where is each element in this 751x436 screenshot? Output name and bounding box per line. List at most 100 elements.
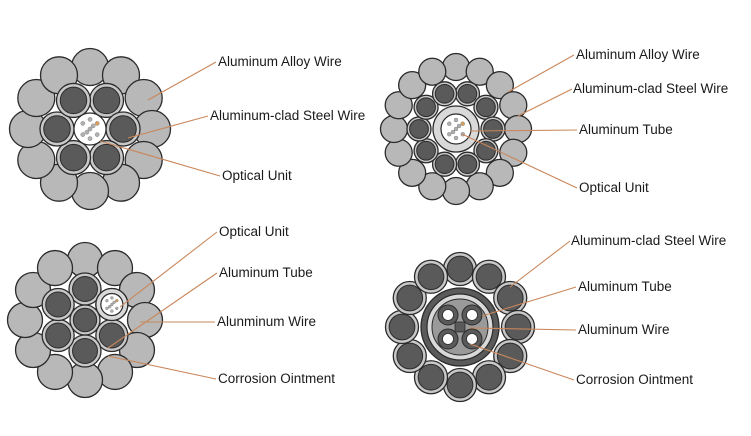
- alloy-wire: [499, 91, 528, 120]
- optical-fiber: [84, 129, 90, 135]
- fiber-tube-core: [466, 333, 478, 345]
- optical-fiber: [80, 132, 86, 137]
- label-aluminum-alloy-wire: Aluminum Alloy Wire: [218, 54, 342, 69]
- steel-wire-core: [92, 143, 121, 172]
- steel-wire-core: [416, 140, 436, 161]
- optical-fiber: [447, 132, 452, 137]
- optical-fiber: [107, 305, 112, 309]
- steel-wire-core: [483, 119, 503, 139]
- label-optical-unit: Optical Unit: [219, 224, 289, 239]
- optical-fiber: [94, 121, 100, 126]
- alloy-wire: [36, 353, 74, 391]
- optical-fiber: [460, 121, 465, 126]
- optical-fiber: [112, 300, 116, 304]
- leader-line: [517, 88, 573, 117]
- steel-wire-core: [59, 86, 88, 115]
- steel-wire-core: [434, 83, 455, 104]
- alloy-wire: [126, 301, 164, 339]
- alloy-wire: [6, 301, 44, 339]
- steel-wire-core: [475, 263, 503, 291]
- cable-cross-section-2: [379, 52, 533, 206]
- steel-wire-core: [98, 322, 125, 349]
- steel-wire-core: [496, 342, 524, 370]
- label-aluminum-clad-steel-wire: Aluminum-clad Steel Wire: [573, 81, 729, 96]
- steel-wire-core: [457, 154, 478, 175]
- optical-fiber: [453, 126, 459, 132]
- leader-line: [127, 115, 209, 139]
- leader-line: [469, 129, 578, 132]
- leader-lines: [99, 54, 578, 381]
- steel-wire-core: [72, 276, 98, 302]
- cable-cross-section-3: [6, 241, 164, 399]
- leader-line: [147, 61, 217, 101]
- label-aluminum-tube: Aluminum Tube: [219, 265, 313, 280]
- label-optical-unit: Optical Unit: [222, 168, 292, 183]
- steel-wire-core: [446, 255, 474, 283]
- optical-fiber: [87, 136, 93, 141]
- leader-line: [461, 133, 578, 189]
- label-aluminum-tube: Aluminum Tube: [578, 279, 672, 294]
- alloy-wire: [441, 52, 471, 82]
- alloy-wire: [398, 158, 427, 187]
- leader-line: [107, 272, 218, 349]
- optical-fiber: [115, 306, 119, 311]
- alloy-wire: [465, 172, 494, 201]
- alloy-wire: [418, 172, 447, 201]
- steel-wire-core: [496, 284, 524, 312]
- optical-fiber: [110, 309, 114, 313]
- cable-cross-section-4: [384, 251, 536, 403]
- optical-fiber: [94, 132, 100, 137]
- steel-wire-core: [72, 338, 98, 364]
- alloy-wire: [418, 57, 447, 86]
- optical-fiber: [87, 117, 93, 122]
- alloy-wire: [66, 241, 104, 279]
- fiber-tube-core: [442, 309, 454, 321]
- optical-fiber: [110, 302, 114, 307]
- label-alunminum-wire: Alunminum Wire: [217, 314, 317, 329]
- steel-wire-core: [504, 313, 532, 341]
- steel-wire-core: [92, 86, 121, 115]
- steel-wire-core: [59, 143, 88, 172]
- steel-wire-core: [409, 119, 429, 139]
- steel-wire-core: [475, 363, 503, 391]
- steel-wire-core: [476, 97, 496, 118]
- optical-fiber: [115, 298, 119, 303]
- optical-fiber: [105, 306, 109, 311]
- optical-fiber: [87, 126, 93, 132]
- leader-line: [469, 343, 575, 381]
- alloy-wire: [499, 138, 528, 167]
- label-corrosion-ointment: Corrosion Ointment: [218, 371, 336, 386]
- alloy-wire: [36, 249, 74, 287]
- label-corrosion-ointment: Corrosion Ointment: [576, 372, 694, 387]
- steel-wire-core: [43, 115, 71, 143]
- steel-wire-core: [434, 154, 455, 175]
- alloy-wire: [485, 158, 514, 187]
- leader-line: [119, 231, 218, 308]
- optical-fiber: [456, 123, 462, 129]
- alloy-wire: [503, 114, 533, 144]
- steel-wire-core: [396, 342, 424, 370]
- alloy-wire: [465, 57, 494, 86]
- steel-wire-core: [446, 371, 474, 399]
- optical-fiber: [105, 298, 109, 303]
- leader-line: [507, 54, 575, 93]
- steel-wire-core: [417, 363, 445, 391]
- fiber-tube-core: [442, 333, 454, 345]
- steel-wire-core: [45, 291, 72, 318]
- optical-fiber: [447, 121, 452, 126]
- steel-wire-core: [396, 284, 424, 312]
- steel-wire-core: [476, 140, 496, 161]
- alloy-wire: [384, 91, 413, 120]
- optical-fiber: [80, 121, 86, 126]
- steel-wire-core: [109, 115, 137, 143]
- central-strength-member: [454, 321, 466, 333]
- leader-line: [509, 240, 571, 288]
- cable-cross-section-1: [8, 47, 172, 211]
- alloy-wire: [398, 71, 427, 100]
- steel-wire-core: [45, 322, 72, 349]
- leader-line: [99, 140, 221, 177]
- alloy-wire: [379, 114, 409, 144]
- label-aluminum-clad-steel-wire: Aluminum-clad Steel Wire: [571, 233, 727, 248]
- steel-wire-core: [416, 97, 436, 118]
